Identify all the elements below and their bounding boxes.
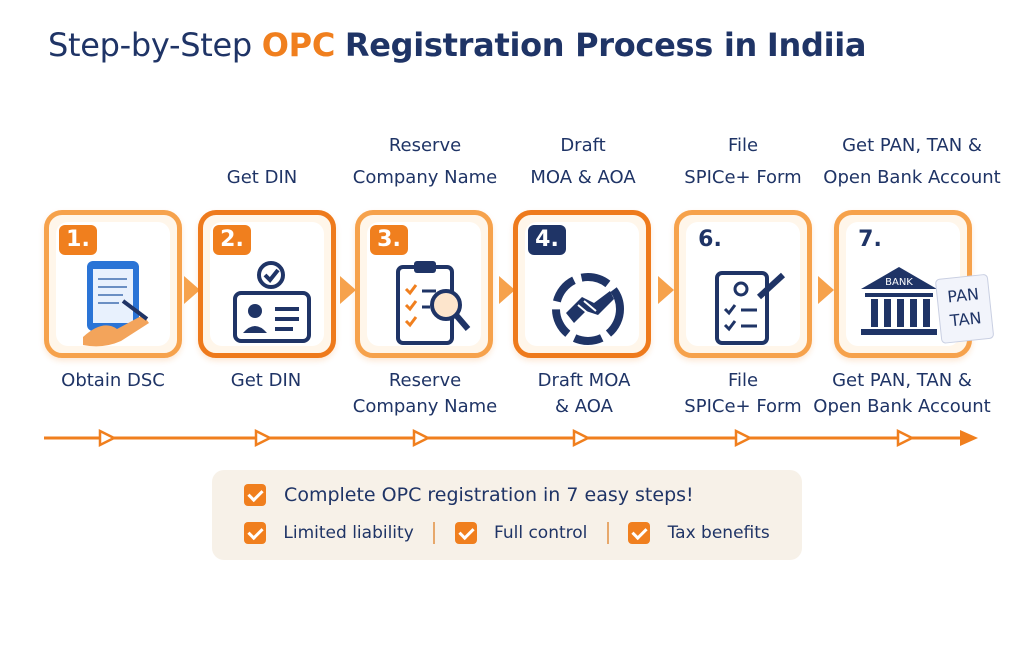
step-4-number: 4.: [528, 225, 566, 255]
bank-label: BANK: [885, 277, 913, 288]
benefit-headline-row: Complete OPC registration in 7 easy step…: [244, 483, 694, 506]
step-4-top-line-2: MOA & AOA: [530, 167, 636, 188]
step-7-top-label: Get PAN, TAN & Open Bank Account: [822, 130, 1002, 194]
timeline-arrow: [44, 428, 978, 448]
step-6-number: 6.: [698, 227, 722, 252]
step-3-bottom-label: Reserve Company Name: [335, 368, 515, 420]
step-6-bottom-label: File SPICe+ Form: [653, 368, 833, 420]
step-7-top-line-1: Get PAN, TAN &: [842, 135, 982, 156]
step-4-top-line-1: Draft: [560, 135, 606, 156]
step-1-bottom-line-1: Obtain DSC: [61, 370, 165, 391]
id-card-check-icon: [227, 253, 317, 357]
step-3-card: 3.: [355, 210, 493, 358]
title-accent: OPC: [261, 26, 336, 64]
checkbox-checked-icon: [628, 522, 651, 544]
step-7-bottom-label: Get PAN, TAN & Open Bank Account: [812, 368, 992, 420]
step-7-top-line-2: Open Bank Account: [823, 167, 1001, 188]
checkbox-checked-icon: [454, 522, 477, 544]
step-connector-4: [658, 276, 674, 304]
step-2-card: 2.: [198, 210, 336, 358]
step-2-bottom-label: Get DIN: [176, 368, 356, 394]
step-3-top-line-1: Reserve: [388, 135, 462, 156]
pan-label: PAN: [946, 284, 979, 306]
step-3-bottom-line-2: Company Name: [352, 396, 498, 417]
step-7-number: 7.: [858, 227, 882, 252]
benefit-full-control: Full control: [493, 523, 588, 543]
benefits-panel: Complete OPC registration in 7 easy step…: [212, 470, 802, 560]
checkbox-checked-icon: [244, 483, 266, 506]
step-3-number: 3.: [370, 225, 408, 255]
benefit-headline: Complete OPC registration in 7 easy step…: [284, 483, 694, 506]
step-connector-3: [499, 276, 515, 304]
benefit-limited-liability: Limited liability: [283, 523, 414, 543]
title-middle: Registration Process in: [344, 26, 757, 64]
benefit-divider: [606, 522, 609, 544]
step-4-bottom-label: Draft MOA & AOA: [494, 368, 674, 420]
step-4-bottom-line-2: & AOA: [555, 396, 613, 417]
benefit-tax-benefits: Tax benefits: [667, 523, 770, 543]
step-1-bottom-label: Obtain DSC: [23, 368, 203, 394]
bank-pan-tan-icon: BANK PAN TAN: [853, 253, 1003, 367]
step-6-top-line-1: File: [727, 135, 759, 156]
tablet-sign-icon: [73, 253, 163, 357]
step-6-top-line-2: SPICe+ Form: [684, 167, 802, 188]
step-6-bottom-line-1: File: [727, 370, 759, 391]
step-2-number: 2.: [213, 225, 251, 255]
benefit-divider: [433, 522, 436, 544]
step-4-top-label: Draft MOA & AOA: [493, 130, 673, 194]
step-3-bottom-line-1: Reserve: [388, 370, 462, 391]
step-7-bottom-line-1: Get PAN, TAN &: [832, 370, 972, 391]
step-4-card: 4.: [513, 210, 651, 358]
step-2-top-label: Get DIN: [172, 162, 352, 194]
step-connector-5: [818, 276, 834, 304]
tan-label: TAN: [948, 308, 982, 330]
step-2-top-line-1: Get DIN: [226, 167, 298, 188]
title-country: Indiia: [766, 26, 867, 64]
step-6-bottom-line-2: SPICe+ Form: [684, 396, 802, 417]
step-6-card: 6.: [674, 210, 812, 358]
benefit-items-row: Limited liability Full control Tax benef…: [244, 522, 770, 544]
form-checklist-icon: [703, 253, 793, 357]
step-1-card: 1.: [44, 210, 182, 358]
step-connector-2: [340, 276, 356, 304]
step-3-top-label: Reserve Company Name: [335, 130, 515, 194]
step-1-number: 1.: [59, 225, 97, 255]
step-6-top-label: File SPICe+ Form: [653, 130, 833, 194]
page-title: Step-by-Step OPC Registration Process in…: [48, 26, 867, 64]
step-connector-1: [184, 276, 200, 304]
step-2-bottom-line-1: Get DIN: [230, 370, 302, 391]
step-4-bottom-line-1: Draft MOA: [537, 370, 631, 391]
step-7-bottom-line-2: Open Bank Account: [813, 396, 991, 417]
clipboard-search-icon: [384, 253, 474, 357]
step-7-card: 7. BANK PAN TAN: [834, 210, 994, 358]
step-3-top-line-2: Company Name: [352, 167, 498, 188]
title-prefix: Step-by-Step: [48, 26, 252, 64]
handshake-icon: [542, 253, 632, 357]
checkbox-checked-icon: [244, 522, 266, 544]
